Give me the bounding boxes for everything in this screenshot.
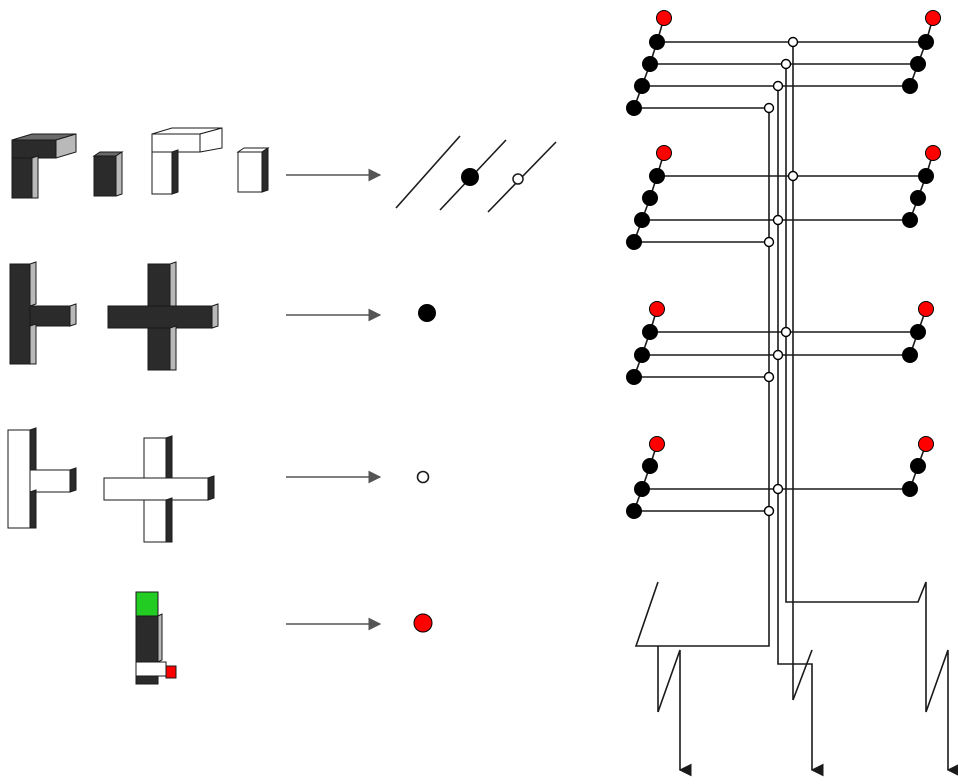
node-group-4 xyxy=(626,436,934,519)
wire-symbol xyxy=(395,135,557,213)
node-group-1 xyxy=(626,10,941,116)
dark-small-block-icon xyxy=(92,151,124,197)
output-wire-1 xyxy=(657,649,692,777)
white-node-icon xyxy=(512,173,524,185)
white-junction-node-icon xyxy=(416,470,430,484)
white-l-block-icon xyxy=(151,127,223,195)
dark-t-block-icon xyxy=(9,261,77,365)
green-red-stack-icon xyxy=(135,591,177,685)
dark-l-block-icon xyxy=(11,133,77,199)
legend-row-black-junction xyxy=(9,261,436,371)
legend-row-white-junction xyxy=(7,427,430,543)
white-small-block-icon xyxy=(236,147,270,193)
dark-cross-block-icon xyxy=(107,261,219,371)
legend-row-red-endpoint xyxy=(135,591,433,685)
legend-row-wire-blocks xyxy=(11,127,557,213)
white-cross-block-icon xyxy=(103,435,215,543)
node-group-3 xyxy=(626,301,934,385)
red-endpoint-node-icon xyxy=(413,613,433,633)
white-t-block-icon xyxy=(7,427,77,529)
network-diagram xyxy=(626,10,958,777)
output-wire-2 xyxy=(792,649,813,701)
trunk-2 xyxy=(777,86,824,777)
black-junction-node-icon xyxy=(418,304,436,322)
trunk-3 xyxy=(785,64,958,777)
black-node-icon xyxy=(461,168,479,186)
trunk-1 xyxy=(634,108,770,712)
node-group-2 xyxy=(626,145,941,250)
